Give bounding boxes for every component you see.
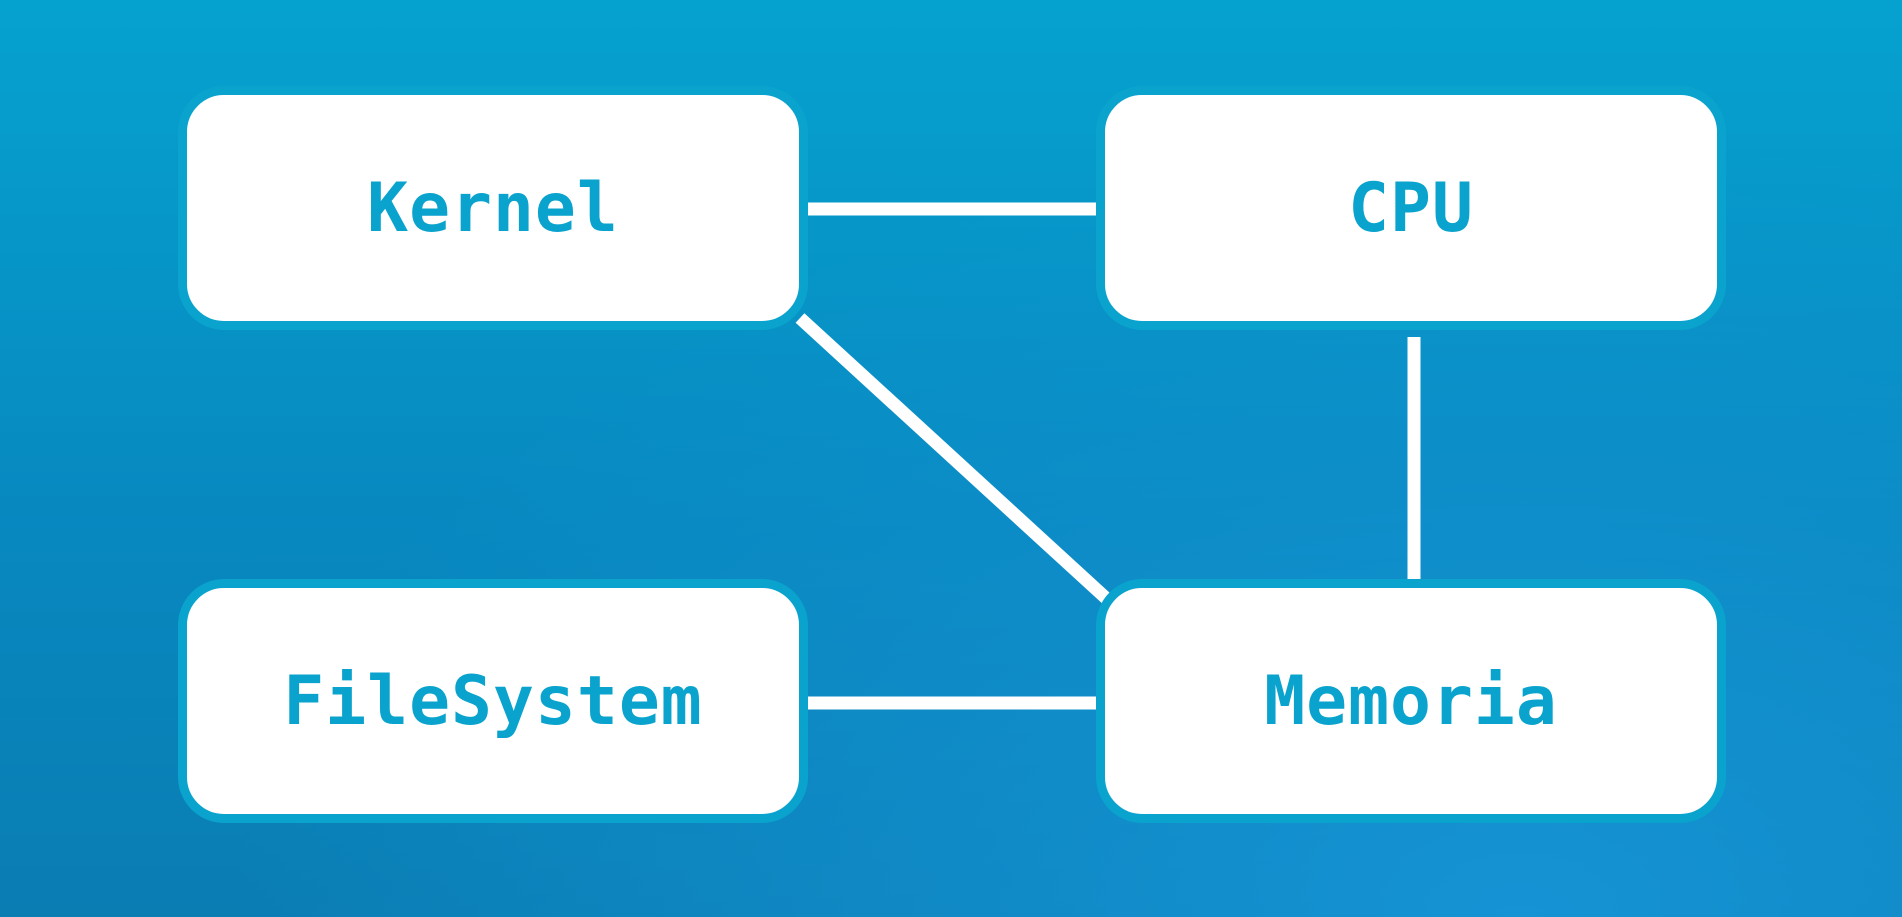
edge-kernel-memoria: [795, 313, 1113, 605]
node-filesystem[interactable]: FileSystem: [178, 579, 808, 823]
node-cpu[interactable]: CPU: [1096, 86, 1726, 330]
node-label-kernel: Kernel: [367, 168, 619, 248]
node-memoria[interactable]: Memoria: [1096, 579, 1726, 823]
node-label-filesystem: FileSystem: [283, 661, 703, 741]
node-label-cpu: CPU: [1348, 168, 1474, 248]
node-kernel[interactable]: Kernel: [178, 86, 808, 330]
node-label-memoria: Memoria: [1264, 661, 1558, 741]
